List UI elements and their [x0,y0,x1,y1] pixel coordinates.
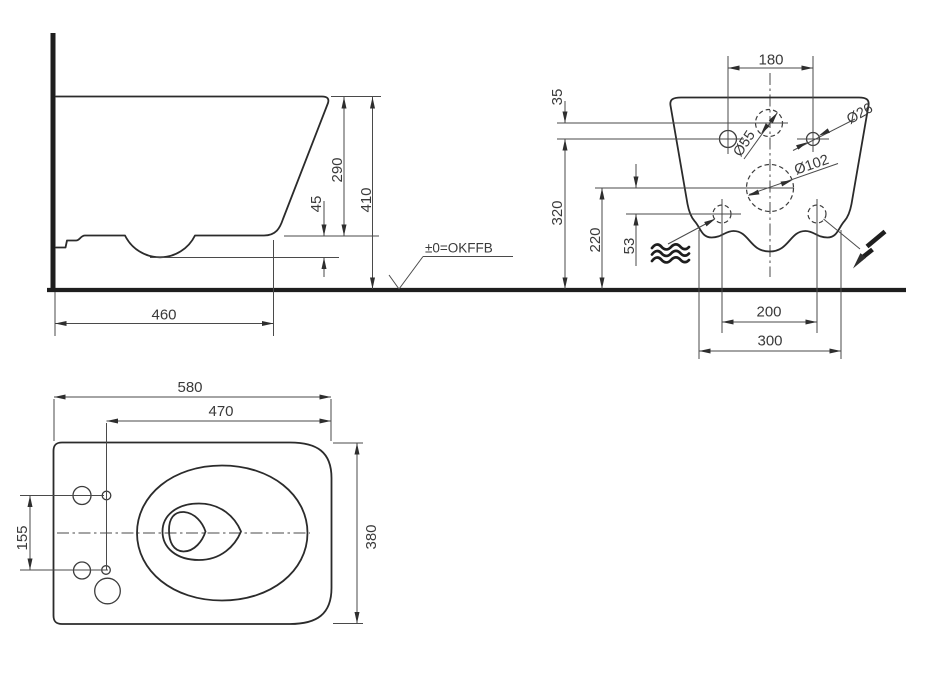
rear-view: 180 35 320 220 53 200 300 Ø55 [549,52,887,359]
side-view: 290 410 45 460 ±0=OKFFB [47,33,906,336]
lightning-bolt-icon [850,229,887,271]
dim-580: 580 [177,379,202,396]
dim-460: 460 [151,307,176,324]
dim-470: 470 [208,403,233,420]
dim-200: 200 [756,304,781,321]
dia-26-label: Ø26 [844,100,876,128]
dim-35: 35 [549,89,566,106]
side-hole-large [94,577,121,605]
dim-180: 180 [758,52,783,69]
dim-290: 290 [329,157,346,182]
floor-datum: ±0=OKFFB [388,241,513,290]
dim-380: 380 [363,524,380,549]
dim-320: 320 [549,200,566,225]
dim-300: 300 [757,333,782,350]
water-waves-icon [650,243,691,264]
dia-102-label: Ø102 [792,152,831,179]
top-view: 580 470 155 380 [14,379,380,625]
datum-label: ±0=OKFFB [425,241,493,256]
drain-hole-102 [745,163,795,213]
bowl-inner-outline [161,502,242,561]
toilet-rear-outline [669,96,870,253]
toilet-side-outline [55,95,330,259]
bowl-rim-outline [136,464,309,602]
jet-nozzle-outline [168,511,207,553]
dim-155: 155 [14,525,31,550]
dim-45: 45 [308,196,325,213]
dim-220: 220 [587,227,604,252]
dim-53: 53 [621,238,638,255]
fixing-hole-right [807,204,827,224]
toilet-top-outline [52,441,333,625]
dim-410: 410 [358,187,375,212]
